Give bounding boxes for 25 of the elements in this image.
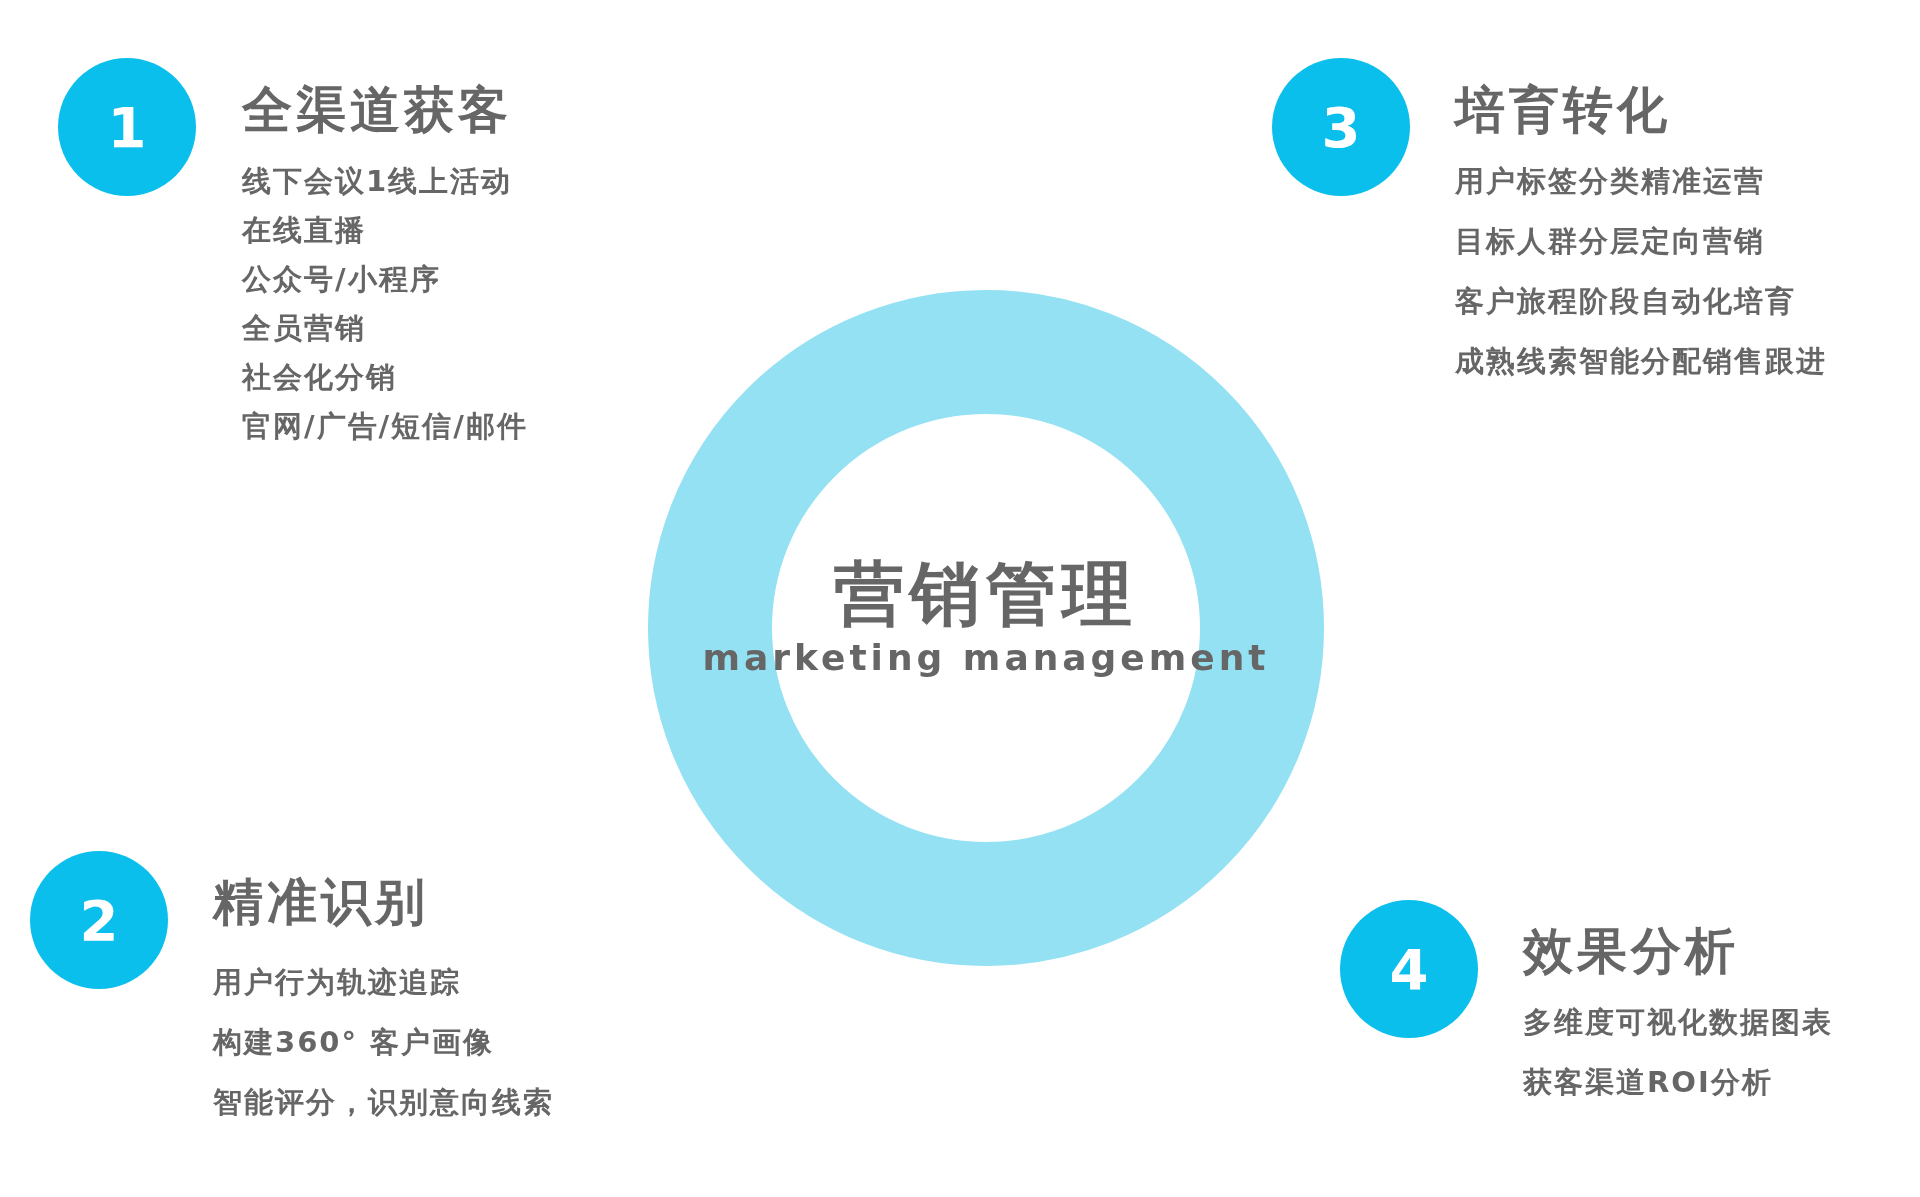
list-item: 构建360° 客户画像 <box>213 1024 495 1060</box>
list-item: 线下会议1线上活动 <box>242 163 513 199</box>
list-item: 用户标签分类精准运营 <box>1455 163 1765 199</box>
step-number: 3 <box>1321 94 1361 160</box>
step-number: 1 <box>107 94 147 160</box>
list-item: 获客渠道ROI分析 <box>1523 1064 1773 1100</box>
list-item: 在线直播 <box>242 212 366 248</box>
section-heading: 精准识别 <box>213 872 429 932</box>
list-item: 客户旅程阶段自动化培育 <box>1455 283 1796 319</box>
list-item: 社会化分销 <box>242 359 397 395</box>
list-item: 用户行为轨迹追踪 <box>213 964 461 1000</box>
list-item: 官网/广告/短信/邮件 <box>242 408 528 444</box>
list-item: 全员营销 <box>242 310 366 346</box>
step-number: 4 <box>1389 936 1429 1002</box>
list-item: 成熟线索智能分配销售跟进 <box>1455 343 1827 379</box>
list-item: 智能评分，识别意向线索 <box>213 1084 554 1120</box>
section-heading: 全渠道获客 <box>242 80 512 140</box>
step-number: 2 <box>79 887 119 953</box>
ring <box>648 290 1324 966</box>
list-item: 目标人群分层定向营销 <box>1455 223 1765 259</box>
list-item: 公众号/小程序 <box>242 261 441 297</box>
section-heading: 效果分析 <box>1523 921 1739 981</box>
section-heading: 培育转化 <box>1455 80 1671 140</box>
list-item: 多维度可视化数据图表 <box>1523 1004 1833 1040</box>
center-title: 营销管理 <box>833 554 1139 634</box>
